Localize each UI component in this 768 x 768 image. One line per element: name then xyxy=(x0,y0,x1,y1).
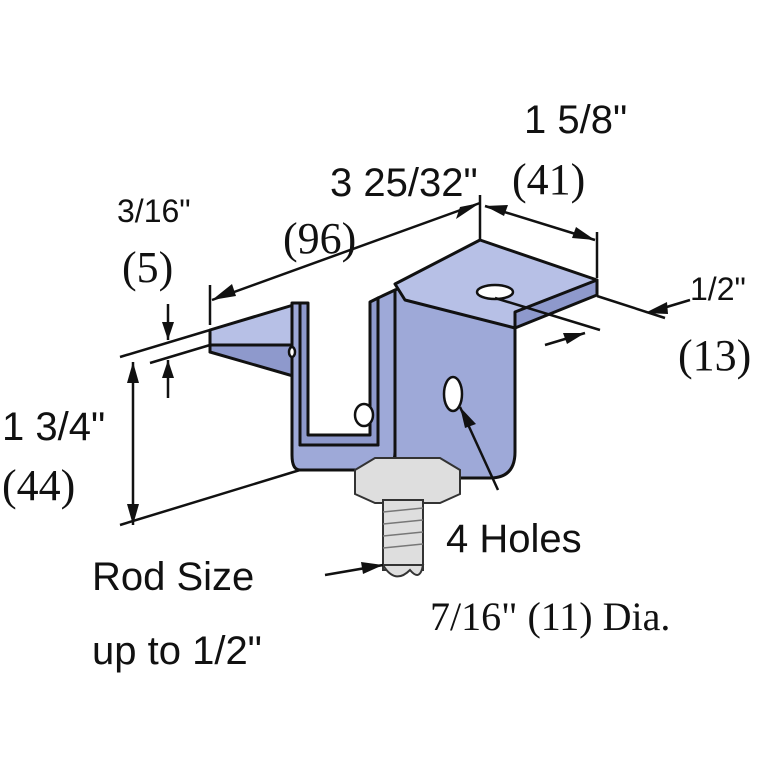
body-hole-left xyxy=(353,402,375,428)
holes-count-label: 4 Holes xyxy=(446,517,582,561)
rod-end xyxy=(381,564,425,578)
bracket-drawing xyxy=(208,238,599,480)
dimension-labels: 3 25/32" (96) 1 5/8" (41) 3/16" (5) 1/2"… xyxy=(2,98,751,510)
left-flange-face xyxy=(208,343,302,380)
thickness-fraction: 3/16" xyxy=(117,193,191,229)
rod-size-value: up to 1/2" xyxy=(92,629,262,673)
callout-labels: 4 Holes 7/16" (11) Dia. Rod Size up to 1… xyxy=(92,517,670,673)
rod-bolt xyxy=(354,457,461,578)
height-mm: (44) xyxy=(2,461,75,510)
holes-size-label: 7/16" (11) Dia. xyxy=(430,594,670,639)
edge-to-hole-fraction: 1/2" xyxy=(690,271,746,307)
flange-hole xyxy=(475,283,515,301)
thickness-mm: (5) xyxy=(122,243,173,292)
body-hole-right xyxy=(442,375,464,413)
dimension-lines xyxy=(119,195,691,577)
overall-length-mm: (96) xyxy=(283,214,356,263)
edge-to-hole-mm: (13) xyxy=(678,331,751,380)
bracket-channel-inner xyxy=(298,296,380,447)
flange-hole-left xyxy=(287,345,297,359)
flange-width-mm: (41) xyxy=(512,155,585,204)
height-fraction: 1 3/4" xyxy=(2,405,105,449)
rod-size-label: Rod Size xyxy=(92,555,254,599)
flange-width-fraction: 1 5/8" xyxy=(524,98,627,142)
hex-head xyxy=(354,457,461,504)
right-flange-face xyxy=(513,278,599,330)
overall-length-fraction: 3 25/32" xyxy=(330,161,478,205)
